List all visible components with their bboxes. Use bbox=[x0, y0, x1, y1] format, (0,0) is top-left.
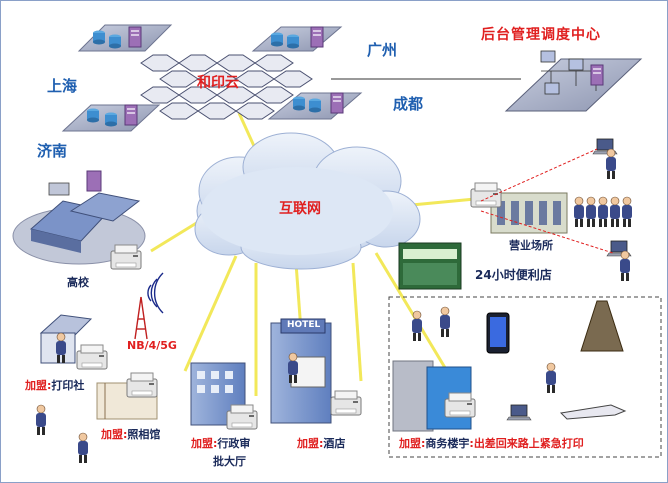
cloud-service-label: 和印云 bbox=[197, 75, 239, 91]
campus-illustration bbox=[12, 170, 146, 270]
backend-center-illustration bbox=[504, 50, 643, 112]
remote-users bbox=[480, 138, 632, 282]
business-hall-illustration bbox=[470, 182, 633, 234]
franchise-print-shop-label: 加盟:打印社 bbox=[25, 379, 85, 392]
campus-label: 高校 bbox=[67, 276, 89, 289]
backend-center-label: 后台管理调度中心 bbox=[481, 27, 601, 43]
hotel-illustration bbox=[270, 318, 362, 424]
photo-studio-illustration bbox=[96, 372, 158, 420]
hexagon-grid bbox=[140, 54, 313, 120]
franchise-hotel-label: 加盟:酒店 bbox=[297, 437, 346, 450]
shanghai-label: 上海 bbox=[47, 77, 78, 95]
business-hall-label: 营业场所 bbox=[509, 239, 553, 252]
network-types-label: NB/4/5G bbox=[127, 339, 177, 352]
convenience-store-illustration bbox=[398, 242, 462, 290]
office-building-illustration bbox=[392, 300, 627, 432]
person-icon bbox=[35, 404, 47, 436]
cloud-service-hub bbox=[61, 24, 363, 132]
print-shop-illustration bbox=[39, 314, 108, 370]
office-building-area bbox=[388, 296, 662, 458]
convenience-store-label: 24小时便利店 bbox=[475, 268, 552, 282]
person-icon bbox=[77, 432, 89, 464]
shanghai-platform bbox=[77, 24, 173, 52]
franchise-gov-hall-label: 加盟:行政审 bbox=[191, 437, 251, 450]
government-hall-illustration bbox=[190, 362, 258, 430]
antenna-tower bbox=[134, 272, 164, 340]
franchise-gov-hall-label-line2: 批大厅 bbox=[213, 455, 246, 468]
internet-label: 互联网 bbox=[279, 201, 321, 217]
franchise-photo-studio-label: 加盟:照相馆 bbox=[101, 428, 161, 441]
guangzhou-label: 广州 bbox=[367, 41, 398, 59]
hotel-sign: HOTEL bbox=[287, 320, 321, 330]
jinan-label: 济南 bbox=[37, 142, 68, 160]
chengdu-label: 成都 bbox=[393, 95, 424, 113]
franchise-office-label: 加盟:商务楼宇:出差回来路上紧急打印 bbox=[399, 437, 584, 450]
